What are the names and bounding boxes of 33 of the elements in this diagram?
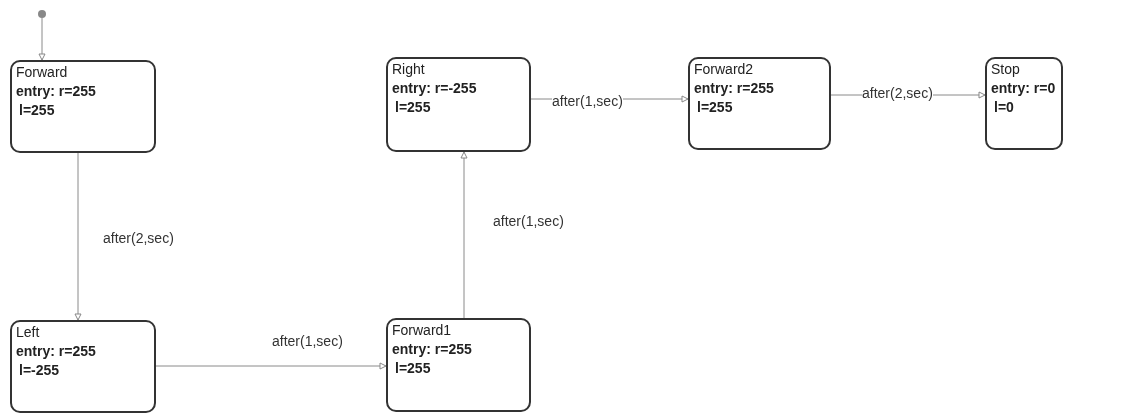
state-box [688,57,831,150]
entry-action: entry: r=0 [991,79,1056,98]
state-name: Forward2 [694,60,754,79]
transition-arrow [460,151,468,319]
entry-action: l=255 [394,98,431,117]
edge-label: after(1,sec) [272,332,343,350]
edge-label: after(1,sec) [552,92,623,110]
transition-arrow [155,362,387,370]
state-box [386,318,531,412]
state-name: Right [392,60,425,79]
entry-action: l=255 [18,101,55,120]
transition-arrow [38,17,46,61]
state-box [985,57,1063,150]
entry-action: l=-255 [18,361,60,380]
entry-action: l=0 [993,98,1014,117]
transition-arrow [74,152,82,321]
edge-label: after(1,sec) [493,212,564,230]
state-box [386,57,531,152]
edge-label: after(2,sec) [862,84,933,102]
state-name: Forward1 [392,321,452,340]
entry-action: entry: r=-255 [392,79,477,98]
state-name: Stop [991,60,1020,79]
entry-action: l=255 [696,98,733,117]
entry-action: l=255 [394,359,431,378]
state-box [10,60,156,153]
state-name: Left [16,323,40,342]
entry-action: entry: r=255 [694,79,774,98]
entry-action: entry: r=255 [16,82,96,101]
state-box [10,320,156,413]
entry-action: entry: r=255 [392,340,472,359]
state-name: Forward [16,63,68,82]
entry-action: entry: r=255 [16,342,96,361]
edge-label: after(2,sec) [103,229,174,247]
